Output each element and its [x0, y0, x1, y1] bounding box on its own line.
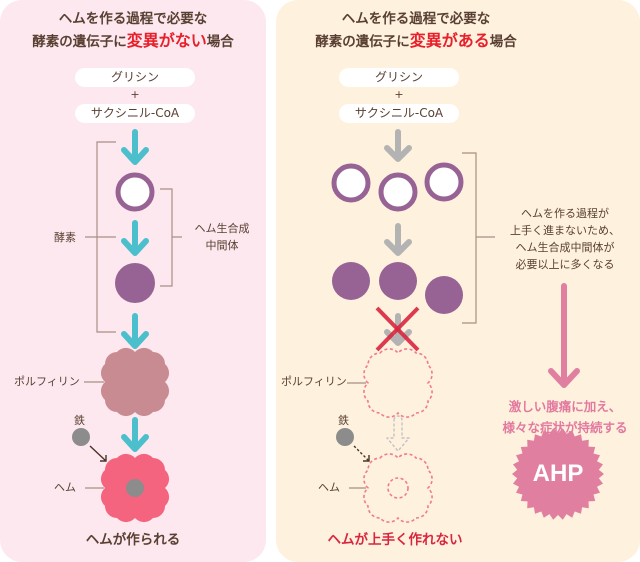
enzyme-bracket — [85, 141, 116, 333]
accumulation-bracket — [462, 152, 495, 324]
teal-arrow-icon — [121, 220, 149, 256]
gray-arrow-icon — [384, 223, 412, 256]
iron-arrow-icon — [89, 445, 107, 462]
iron-dashed-arrow-icon — [353, 445, 370, 462]
intermediate-label-line2: 中間体 — [205, 239, 239, 252]
ahp-badge-icon — [512, 428, 604, 520]
missing-heme-shape — [363, 453, 433, 523]
iron-dot-icon — [72, 428, 90, 446]
left-title-line2: 酵素の遺伝子に変異がない場合 — [0, 30, 266, 53]
dashed-arrow-icon — [386, 415, 410, 452]
intermediate-ring-icon — [424, 162, 464, 202]
symptom-note: 激しい腹痛に加え、 様々な症状が持続する — [490, 396, 640, 438]
accumulation-note-line: ヘムを作る過程が — [521, 207, 609, 220]
left-heme-label: ヘム — [54, 481, 76, 494]
intermediate-ring-icon — [331, 163, 371, 203]
right-glycine-pill: グリシン — [339, 68, 459, 87]
heme-iron-core — [126, 479, 144, 497]
ahp-badge-label: AHP — [532, 460, 584, 487]
left-result: ヘムが作られる — [85, 532, 181, 548]
intermediate-ring-icon — [115, 172, 155, 212]
intermediate-ring-icon — [378, 172, 418, 212]
right-title-line2: 酵素の遺伝子に変異がある場合 — [276, 30, 556, 53]
left-title-suffix: 場合 — [206, 34, 234, 50]
right-heme-label: ヘム — [318, 481, 340, 494]
intermediate-dot-icon — [332, 262, 370, 300]
accumulation-note-line: ヘム生合成中間体が — [515, 241, 615, 254]
left-title: ヘムを作る過程で必要な 酵素の遺伝子に変異がない場合 — [0, 8, 266, 53]
right-title: ヘムを作る過程で必要な 酵素の遺伝子に変異がある場合 — [276, 8, 556, 53]
missing-porphyrin-shape — [363, 348, 433, 418]
right-title-prefix: 酵素の遺伝子に — [315, 34, 410, 50]
teal-arrow-icon — [121, 129, 149, 165]
symptom-note-line: 様々な症状が持続する — [502, 420, 628, 435]
intermediate-dot-icon — [379, 262, 417, 300]
left-plus: + — [130, 88, 140, 101]
left-porphyrin-label: ポルフィリン — [14, 375, 80, 388]
right-plus: + — [394, 88, 404, 101]
symptom-note-line: 激しい腹痛に加え、 — [508, 399, 622, 414]
pink-arrow-icon — [548, 283, 580, 388]
teal-arrow-icon — [121, 417, 149, 452]
right-succinyl-coa-pill: サクシニル-CoA — [339, 104, 459, 123]
accumulation-note: ヘムを作る過程が 上手く進まないため、 ヘム生合成中間体が 必要以上に多くなる — [490, 205, 640, 273]
porphyrin-shape — [100, 347, 170, 417]
missing-iron-core — [387, 477, 409, 499]
left-succinyl-coa-pill: サクシニル-CoA — [75, 104, 195, 123]
right-porphyrin-label: ポルフィリン — [281, 375, 347, 388]
gray-arrow-icon — [384, 129, 412, 162]
intermediate-label: ヘム生合成 中間体 — [186, 220, 258, 254]
iron-dot-icon — [336, 428, 354, 446]
blocked-cross-icon — [375, 306, 420, 352]
accumulation-note-line: 必要以上に多くなる — [515, 258, 615, 271]
right-result: ヘムが上手く作れない — [327, 532, 463, 548]
intermediate-dot-icon — [115, 263, 155, 303]
right-title-highlight: 変異がある — [409, 31, 490, 50]
left-glycine-pill: グリシン — [75, 68, 195, 87]
intermediate-bracket — [160, 188, 182, 287]
left-iron-label: 鉄 — [74, 414, 85, 427]
right-iron-label: 鉄 — [338, 414, 349, 427]
accumulation-note-line: 上手く進まないため、 — [510, 224, 620, 237]
enzyme-label: 酵素 — [54, 231, 76, 244]
left-title-line1: ヘムを作る過程で必要な — [58, 11, 208, 27]
intermediate-dot-icon — [425, 276, 463, 314]
left-title-prefix: 酵素の遺伝子に — [32, 34, 127, 50]
left-title-highlight: 変異がない — [126, 31, 207, 50]
teal-arrow-icon — [121, 313, 149, 349]
right-title-line1: ヘムを作る過程で必要な — [341, 11, 491, 27]
intermediate-label-line1: ヘム生合成 — [194, 222, 250, 235]
right-title-suffix: 場合 — [489, 34, 517, 50]
